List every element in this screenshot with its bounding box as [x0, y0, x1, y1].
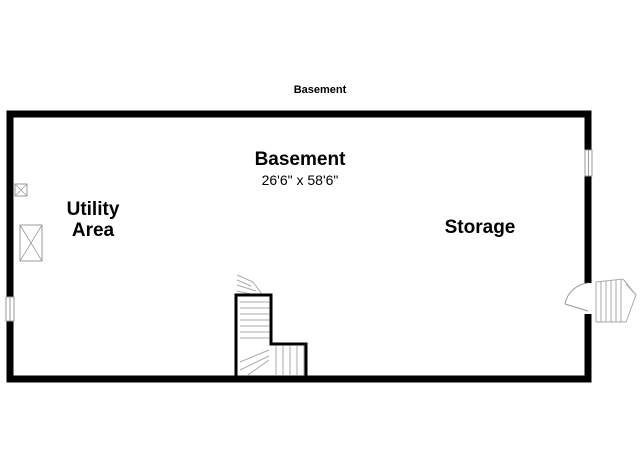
staircase-icon	[595, 278, 637, 323]
window-icon	[584, 149, 593, 177]
room-dimensions: 26'6" x 58'6"	[261, 172, 339, 188]
room-label-storage: Storage	[444, 217, 516, 238]
appliance-icon	[14, 183, 28, 197]
appliance-icon	[19, 224, 43, 262]
floor-caption: Basement	[293, 84, 347, 96]
window-icon	[5, 296, 15, 322]
room-label-line: Area	[71, 220, 115, 241]
room-label-line: Utility	[66, 199, 120, 220]
room-label-utility-area: Utility Area	[40, 199, 146, 241]
exterior-walls	[6, 110, 592, 383]
door-swing-icon	[564, 282, 593, 314]
staircase-icon	[234, 274, 308, 379]
room-label-basement: Basement	[254, 149, 346, 170]
